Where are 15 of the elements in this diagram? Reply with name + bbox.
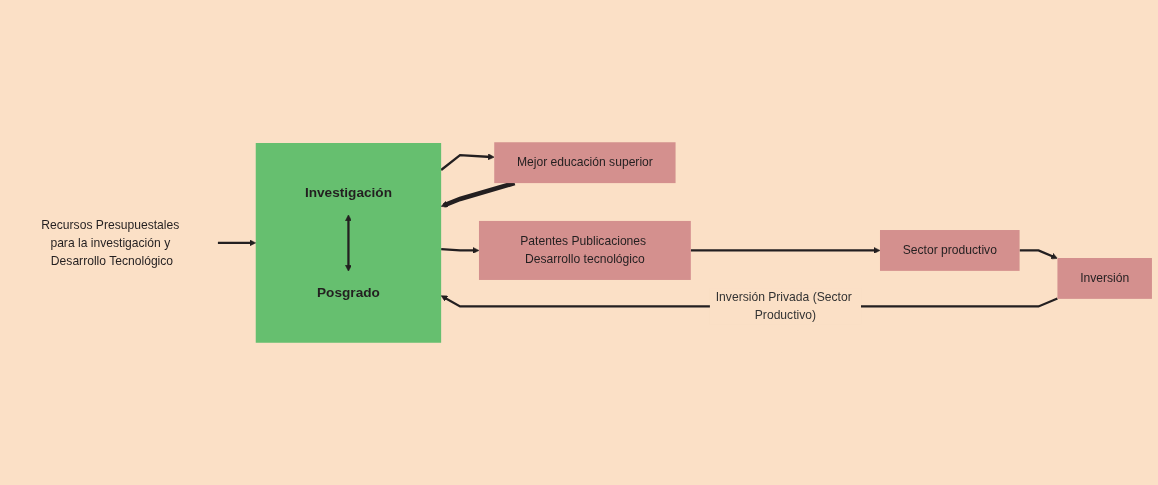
node-box: Mejor educación superior bbox=[494, 142, 676, 184]
arrow bbox=[690, 247, 881, 254]
node-box: Sector productivo bbox=[880, 230, 1020, 271]
arrow bbox=[441, 247, 480, 254]
arrow bbox=[217, 239, 257, 247]
node-text: Recursos Presupuestales para la investigación y Desarrollo Tecnológico bbox=[41, 217, 180, 268]
edge-label: Inversión Privada (Sector Productivo) bbox=[715, 290, 852, 322]
arrow bbox=[1019, 249, 1058, 260]
node-text: Posgrado bbox=[317, 284, 380, 300]
cluster bbox=[255, 143, 442, 343]
node-box: Patentes Publicaciones Desarrollo tecnológico bbox=[478, 220, 691, 280]
arrow bbox=[345, 214, 352, 272]
arrow bbox=[440, 153, 495, 171]
node-box: Inversión bbox=[1057, 258, 1152, 299]
node-text: Investigación bbox=[304, 185, 392, 201]
